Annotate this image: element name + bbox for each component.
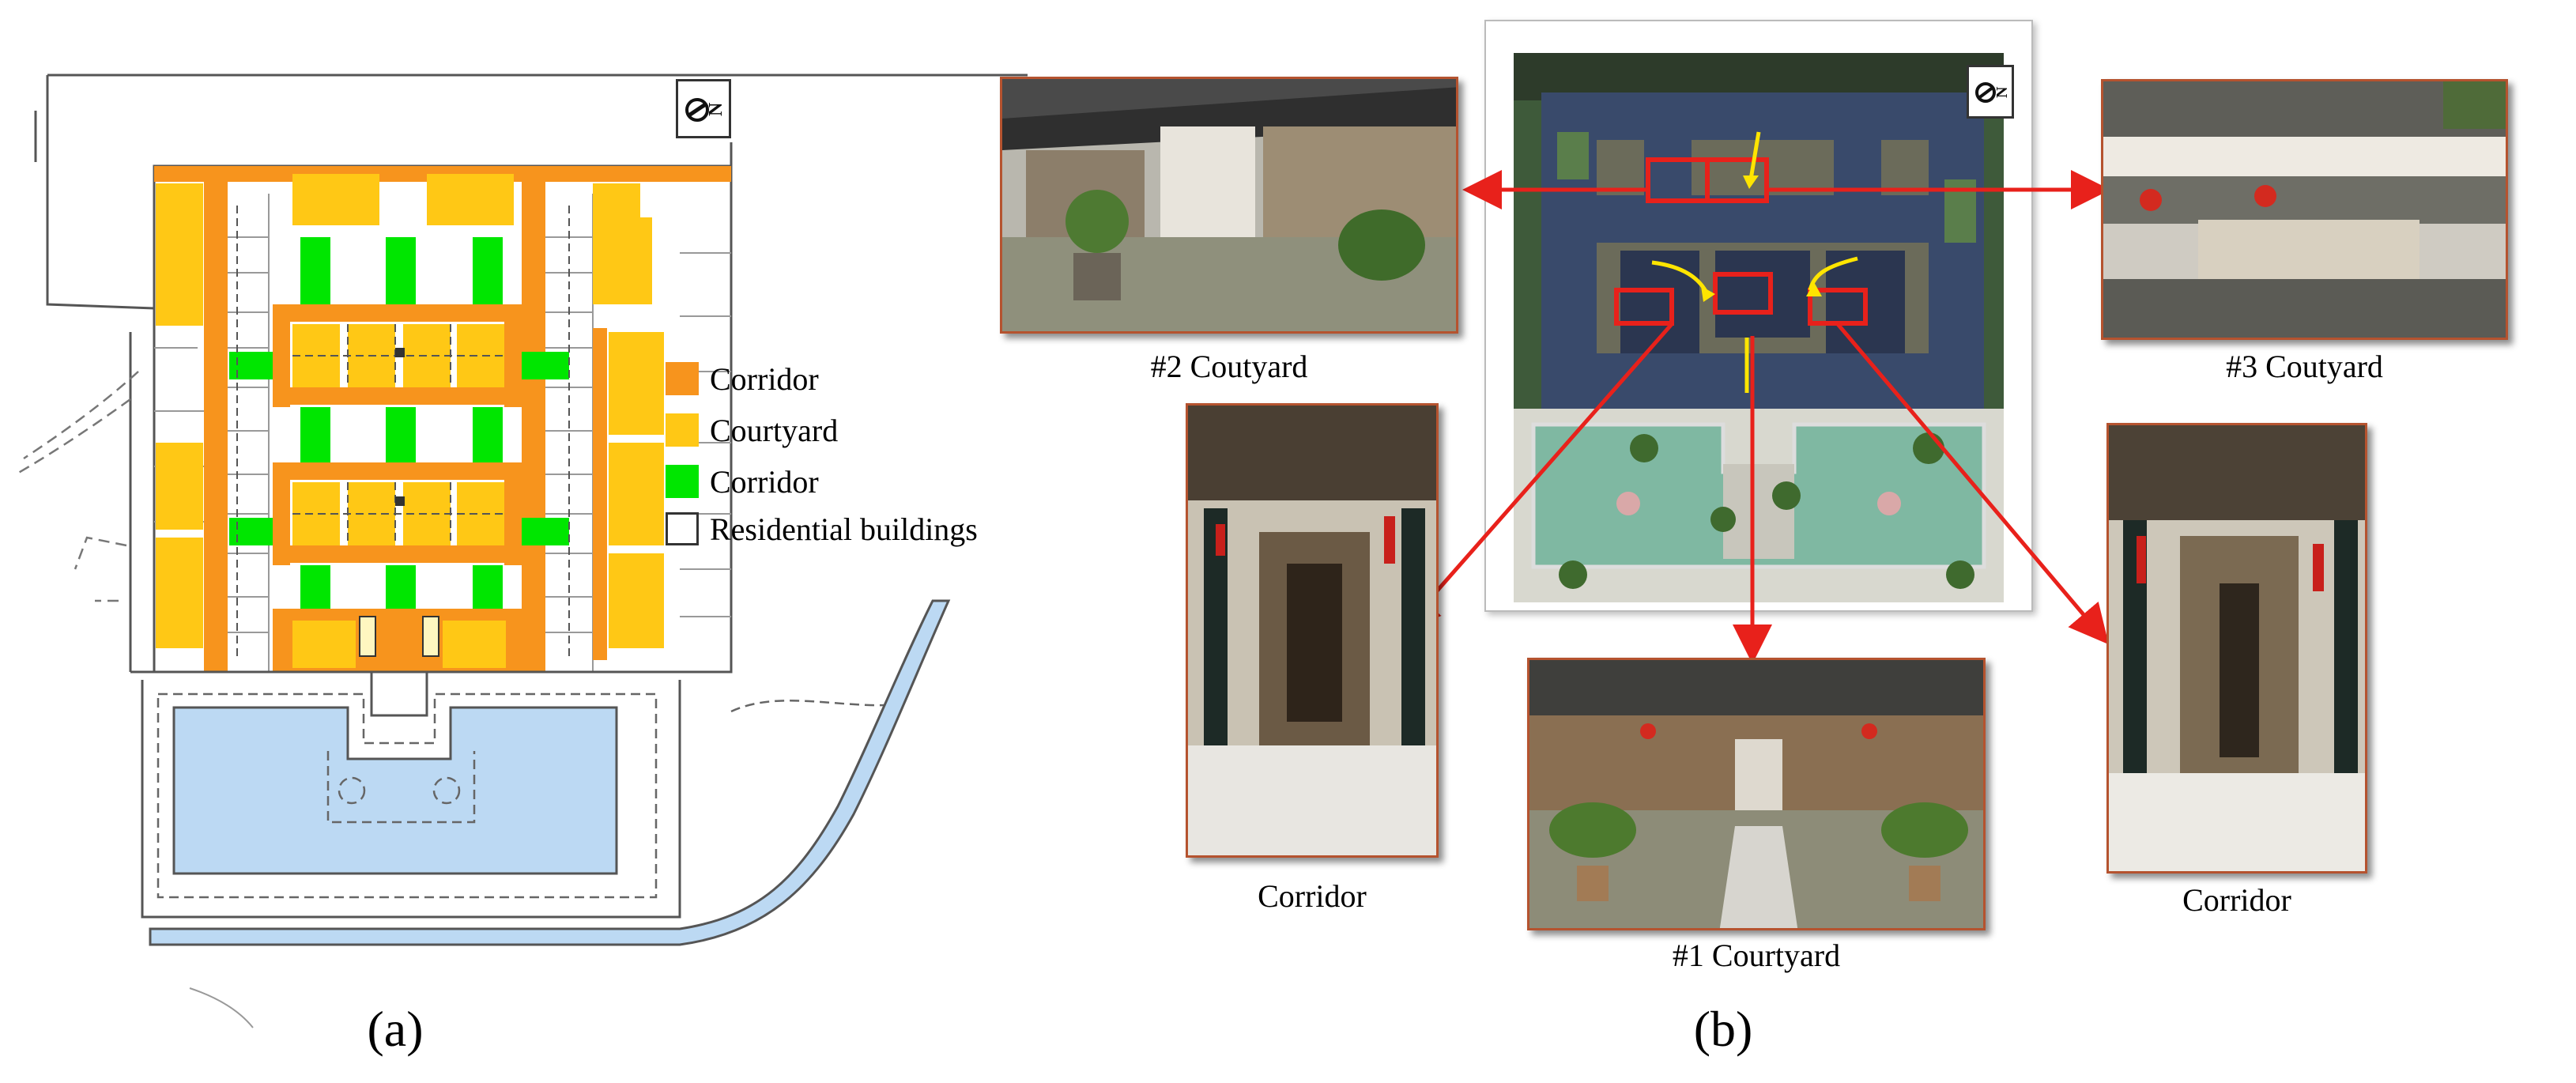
legend-item-corridor-orange: Corridor	[666, 360, 819, 398]
legend-item-residential: Residential buildings	[666, 510, 978, 548]
legend-label: Corridor	[710, 463, 819, 500]
caption-courtyard-2: #2 Coutyard	[1150, 349, 1308, 384]
legend-swatch-orange	[666, 362, 699, 395]
caption-courtyard-3: #3 Coutyard	[2226, 349, 2383, 384]
photo-corridor-left	[1186, 403, 1439, 858]
legend-swatch-yellow	[666, 413, 699, 447]
corridor-right-image	[2109, 425, 2365, 871]
north-arrow-b: N	[1967, 65, 2014, 119]
panel-label-a: (a)	[367, 1001, 424, 1057]
pond	[172, 706, 618, 875]
north-arrow-icon: N	[1975, 82, 2011, 103]
legend-item-corridor-green: Corridor	[666, 462, 819, 500]
north-arrow-icon: N	[685, 98, 726, 122]
photo-courtyard-3	[2101, 79, 2508, 340]
courtyard-2-image	[1002, 79, 1456, 331]
courtyard-1-image	[1529, 660, 1983, 928]
photo-corridor-right	[2106, 423, 2367, 874]
legend-label: Corridor	[710, 360, 819, 397]
green-corridors	[229, 237, 569, 609]
corridor-left-image	[1188, 406, 1436, 855]
legend-label: Courtyard	[710, 412, 839, 448]
photo-courtyard-1	[1527, 658, 1986, 930]
north-arrow-a: N	[676, 79, 731, 138]
caption-courtyard-1: #1 Courtyard	[1672, 938, 1841, 973]
caption-corridor-right: Corridor	[2182, 882, 2291, 918]
stream	[149, 599, 951, 946]
photo-courtyard-2	[1000, 77, 1458, 334]
legend-item-courtyard: Courtyard	[666, 411, 838, 449]
caption-corridor-left: Corridor	[1258, 878, 1367, 914]
site-plan	[15, 74, 1028, 1028]
panel-label-b: (b)	[1693, 1001, 1753, 1057]
aerial-photo-frame: N	[1484, 20, 2033, 612]
legend-label: Residential buildings	[710, 511, 978, 547]
legend-swatch-white	[666, 512, 699, 545]
legend-swatch-green	[666, 465, 699, 498]
south-grounds	[130, 670, 731, 919]
north-letter: N	[706, 102, 726, 116]
aerial-photo	[1514, 53, 2004, 602]
highlight-boxes	[1614, 157, 1868, 326]
courtyard-3-image	[2103, 81, 2506, 338]
north-letter: N	[1993, 86, 2011, 98]
